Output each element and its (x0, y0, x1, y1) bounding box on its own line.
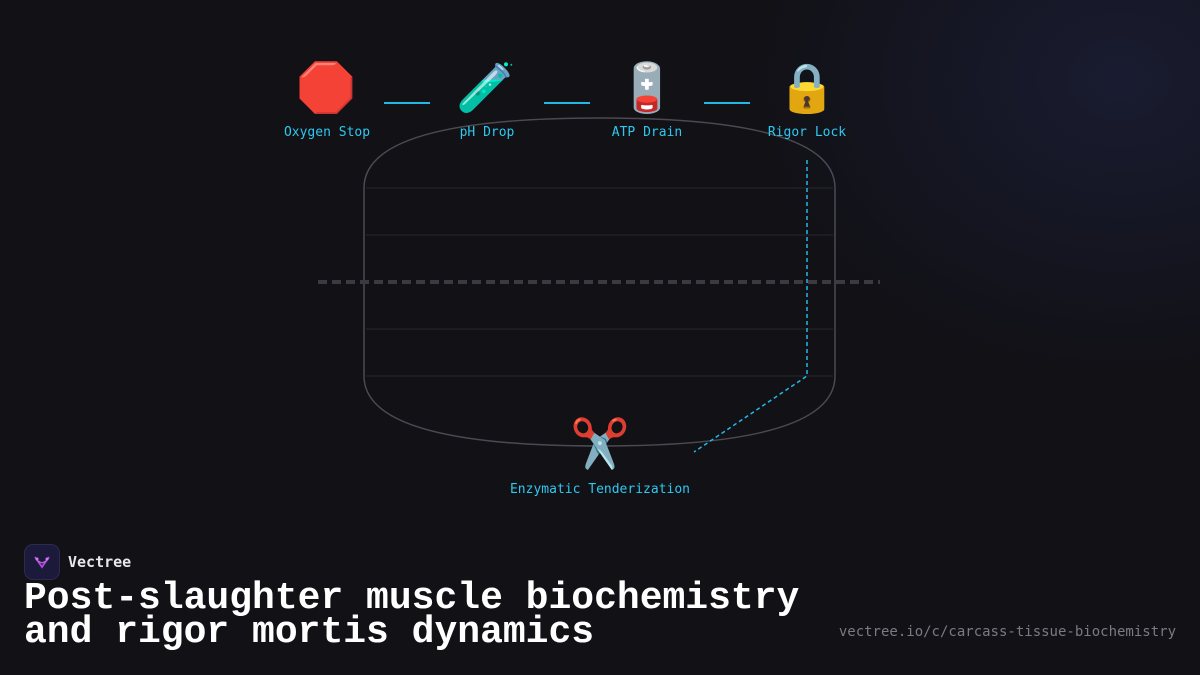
tissue-outline (363, 117, 836, 447)
step-connector (384, 102, 430, 104)
title-line-2: and rigor mortis dynamics (24, 611, 595, 654)
low-battery-icon: 🪫 (617, 60, 677, 116)
step-connector (544, 102, 590, 104)
rigor-to-tenderization-arrow (693, 160, 808, 453)
brand-name: Vectree (68, 553, 132, 571)
step-label-ph-drop: pH Drop (459, 125, 515, 140)
test-tube-icon: 🧪 (456, 60, 516, 116)
step-label-oxygen-stop: Oxygen Stop (283, 125, 371, 140)
title-line-1: Post-slaughter muscle biochemistry (24, 577, 800, 620)
source-url[interactable]: vectree.io/c/carcass-tissue-biochemistry (838, 624, 1176, 640)
step-connector (704, 102, 750, 104)
brand[interactable]: Vectree (24, 544, 131, 580)
scissors-icon: ✂️ (570, 416, 630, 472)
vectree-logo-icon (24, 544, 60, 580)
stop-sign-icon: 🛑 (296, 60, 356, 116)
step-label-rigor-lock: Rigor Lock (767, 125, 847, 140)
page-title: Post-slaughter muscle biochemistry and r… (24, 580, 799, 652)
result-label-enzymatic-tenderization: Enzymatic Tenderization (509, 482, 690, 497)
step-label-atp-drain: ATP Drain (611, 125, 683, 140)
lock-icon: 🔒 (777, 60, 837, 116)
